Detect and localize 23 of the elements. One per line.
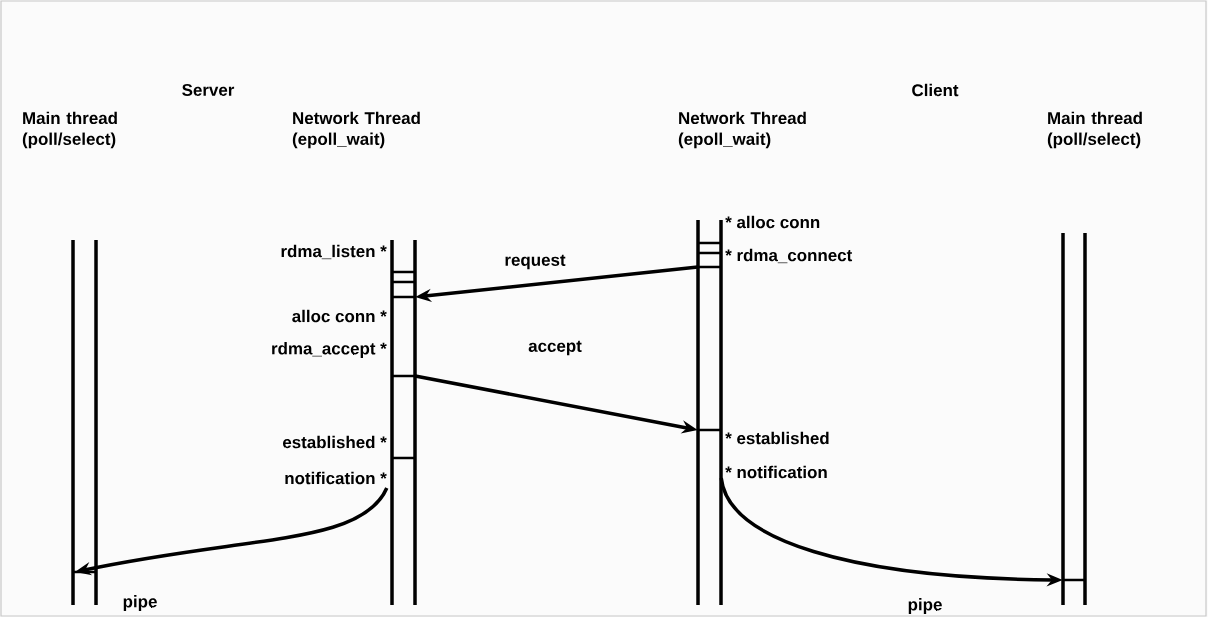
lifeline xyxy=(1061,233,1087,605)
step-label: notification * xyxy=(285,471,387,485)
step-label: * notification xyxy=(725,465,827,479)
thread-heading: Network Thread (epoll_wait) xyxy=(678,111,806,149)
edge-label: pipe xyxy=(908,598,942,614)
edge-label: request xyxy=(505,254,566,270)
step-label: * rdma_connect xyxy=(725,248,853,264)
side-heading: Client xyxy=(912,83,959,97)
lifeline xyxy=(390,240,417,605)
lifeline xyxy=(71,240,98,605)
step-label: rdma_listen * xyxy=(281,244,387,260)
step-label: rdma_accept * xyxy=(272,342,387,358)
thread-heading: Main thread (poll/select) xyxy=(1047,111,1142,149)
step-label: * established xyxy=(725,431,829,445)
lifeline xyxy=(696,220,723,605)
step-label: * alloc conn xyxy=(725,215,820,229)
thread-heading: Main thread (poll/select) xyxy=(22,111,117,149)
step-label: established * xyxy=(283,435,387,449)
edge-label: accept xyxy=(528,340,582,356)
thread-heading: Network Thread (epoll_wait) xyxy=(292,111,420,149)
edge-label: pipe xyxy=(123,595,157,611)
step-label: alloc conn * xyxy=(292,309,387,323)
side-heading: Server xyxy=(182,84,235,96)
